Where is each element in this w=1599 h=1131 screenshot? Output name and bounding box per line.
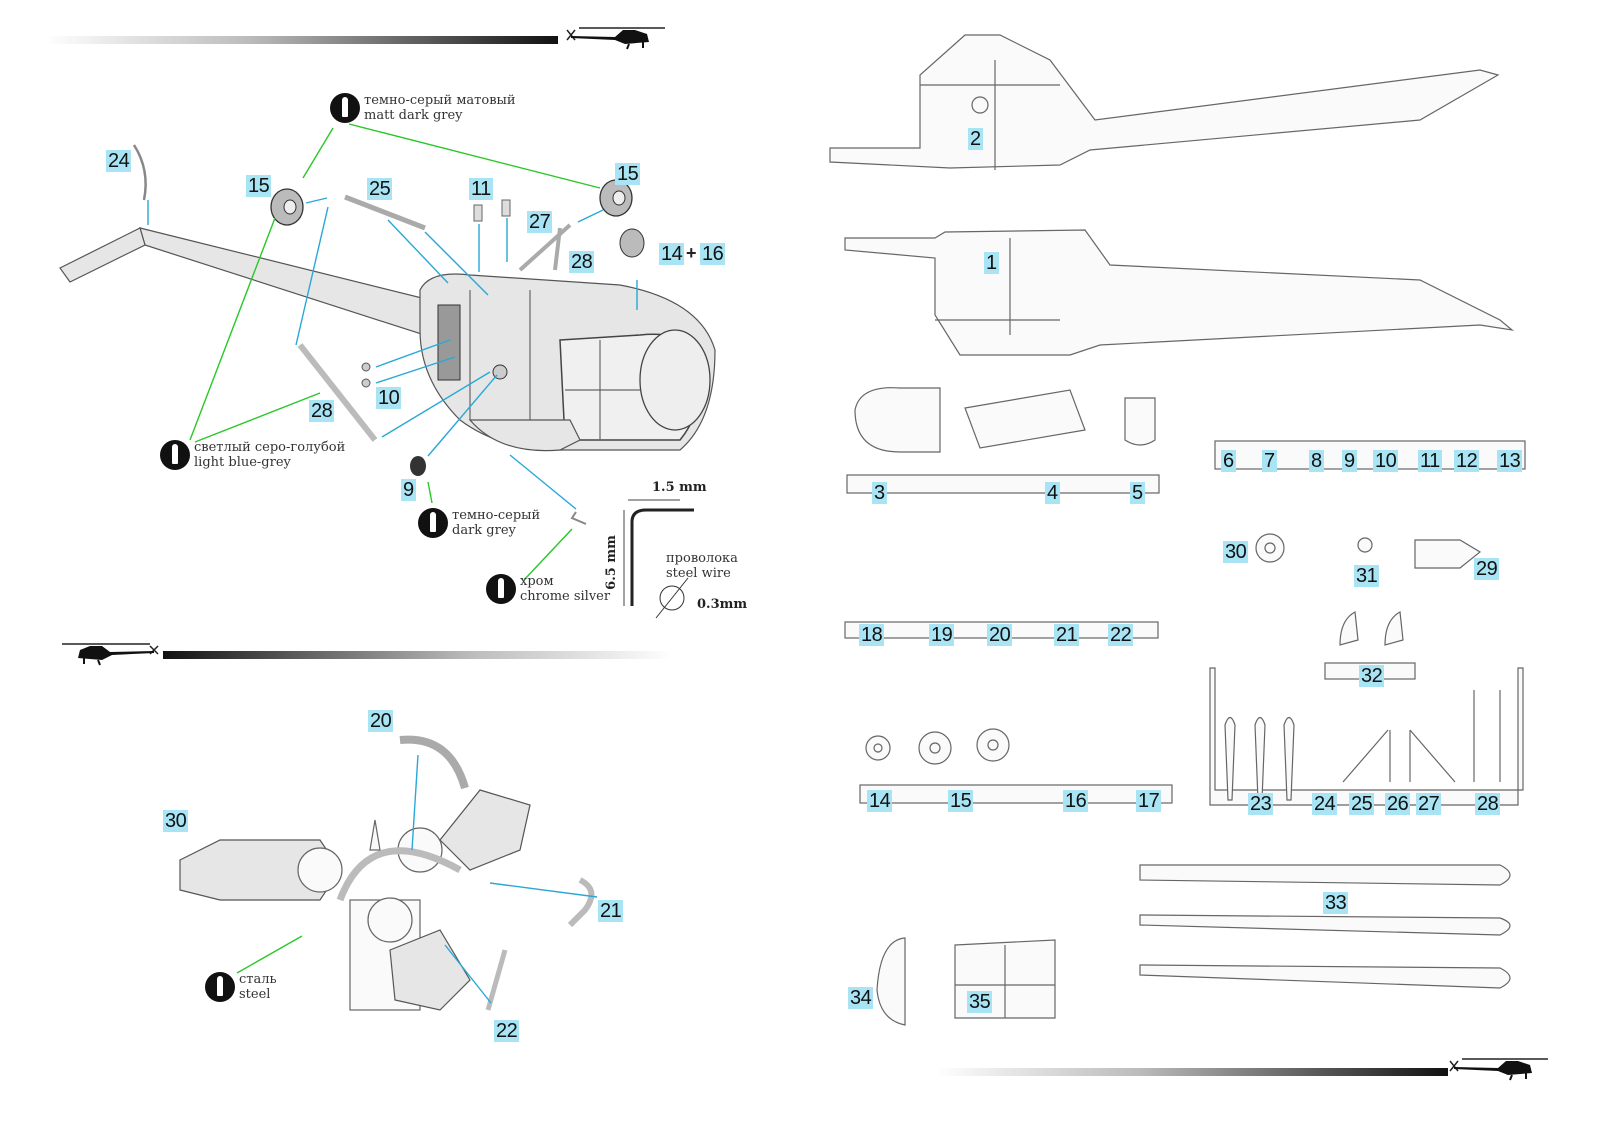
- paint-name-ru: хром: [520, 574, 554, 589]
- part-label: 11: [469, 178, 493, 200]
- paint-drop-icon: [486, 574, 516, 604]
- part-label: 21: [1054, 624, 1080, 646]
- part-label: 13: [1497, 450, 1523, 472]
- part-label: 15: [948, 790, 974, 812]
- wire-material-ru: проволока: [666, 551, 738, 566]
- part-label: 35: [967, 991, 993, 1013]
- part-label: 9: [1342, 450, 1357, 472]
- part-label: 28: [1475, 793, 1501, 815]
- part-label: 22: [494, 1020, 520, 1042]
- part-label: 33: [1323, 892, 1349, 914]
- part-label: 30: [163, 810, 189, 832]
- part-label: 27: [527, 211, 553, 233]
- part-label: 31: [1354, 565, 1380, 587]
- part-label: 7: [1262, 450, 1277, 472]
- section-gradient-bar: [163, 651, 673, 659]
- paint-name-en: dark grey: [452, 523, 516, 538]
- wire-width-dimension: 1.5 mm: [652, 480, 707, 495]
- part-label: 21: [598, 900, 624, 922]
- part-label: 25: [1349, 793, 1375, 815]
- paint-drop-icon: [160, 440, 190, 470]
- header-gradient-bar: [45, 36, 558, 44]
- part-label: 18: [859, 624, 885, 646]
- rotor-head-assembly-drawing: [179, 735, 598, 1011]
- part-label: 27: [1416, 793, 1442, 815]
- helicopter-silhouette-icon: [566, 27, 665, 50]
- part-label: 15: [615, 163, 641, 185]
- paint-name-ru: темно-серый: [452, 508, 541, 523]
- steel-wire-diagram: [623, 499, 694, 619]
- part-label: 1: [984, 252, 999, 274]
- part-label: 20: [368, 710, 394, 732]
- paint-drop-icon: [418, 508, 448, 538]
- part-label: 12: [1454, 450, 1480, 472]
- part-label: 9: [401, 479, 416, 501]
- part-label: 10: [376, 387, 402, 409]
- paint-name-en: chrome silver: [520, 589, 611, 604]
- part-label: 15: [246, 175, 272, 197]
- wire-diameter: 0.3mm: [697, 597, 748, 612]
- part-label: 2: [968, 128, 983, 150]
- part-label: 24: [106, 150, 132, 172]
- part-label: 5: [1130, 482, 1145, 504]
- paint-name-en: matt dark grey: [364, 108, 463, 123]
- paint-name-en: steel: [239, 987, 271, 1002]
- part-label: 10: [1373, 450, 1399, 472]
- fuselage-assembly-drawing: [59, 123, 716, 581]
- part-label: 19: [929, 624, 955, 646]
- part-label: 26: [1385, 793, 1411, 815]
- paint-drop-icon: [205, 972, 235, 1002]
- part-label: 3: [872, 482, 887, 504]
- helicopter-silhouette-icon: [1449, 1058, 1548, 1081]
- part-label: 14: [659, 243, 685, 265]
- part-label: 20: [987, 624, 1013, 646]
- paint-name-ru: светлый серо-голубой: [194, 440, 346, 455]
- plus-sign: +: [686, 243, 697, 263]
- part-label: 17: [1136, 790, 1162, 812]
- part-label: 28: [309, 400, 335, 422]
- part-label: 4: [1045, 482, 1060, 504]
- part-label: 28: [569, 251, 595, 273]
- part-label: 22: [1108, 624, 1134, 646]
- part-label: 24: [1312, 793, 1338, 815]
- part-label: 16: [1063, 790, 1089, 812]
- paint-name-en: light blue-grey: [194, 455, 291, 470]
- part-label: 30: [1223, 541, 1249, 563]
- part-label: 25: [367, 178, 393, 200]
- part-label: 34: [848, 987, 874, 1009]
- wire-material-en: steel wire: [666, 566, 731, 581]
- part-label: 23: [1248, 793, 1274, 815]
- paint-name-ru: сталь: [239, 972, 277, 987]
- part-label: 6: [1221, 450, 1236, 472]
- paint-drop-icon: [330, 93, 360, 123]
- part-label: 29: [1474, 558, 1500, 580]
- part-label: 16: [700, 243, 726, 265]
- part-label: 14: [867, 790, 893, 812]
- part-label: 11: [1418, 450, 1442, 472]
- footer-gradient-bar: [935, 1068, 1448, 1076]
- paint-name-ru: темно-серый матовый: [364, 93, 516, 108]
- part-label: 8: [1309, 450, 1324, 472]
- part-label: 32: [1359, 665, 1385, 687]
- helicopter-silhouette-icon: [62, 643, 159, 666]
